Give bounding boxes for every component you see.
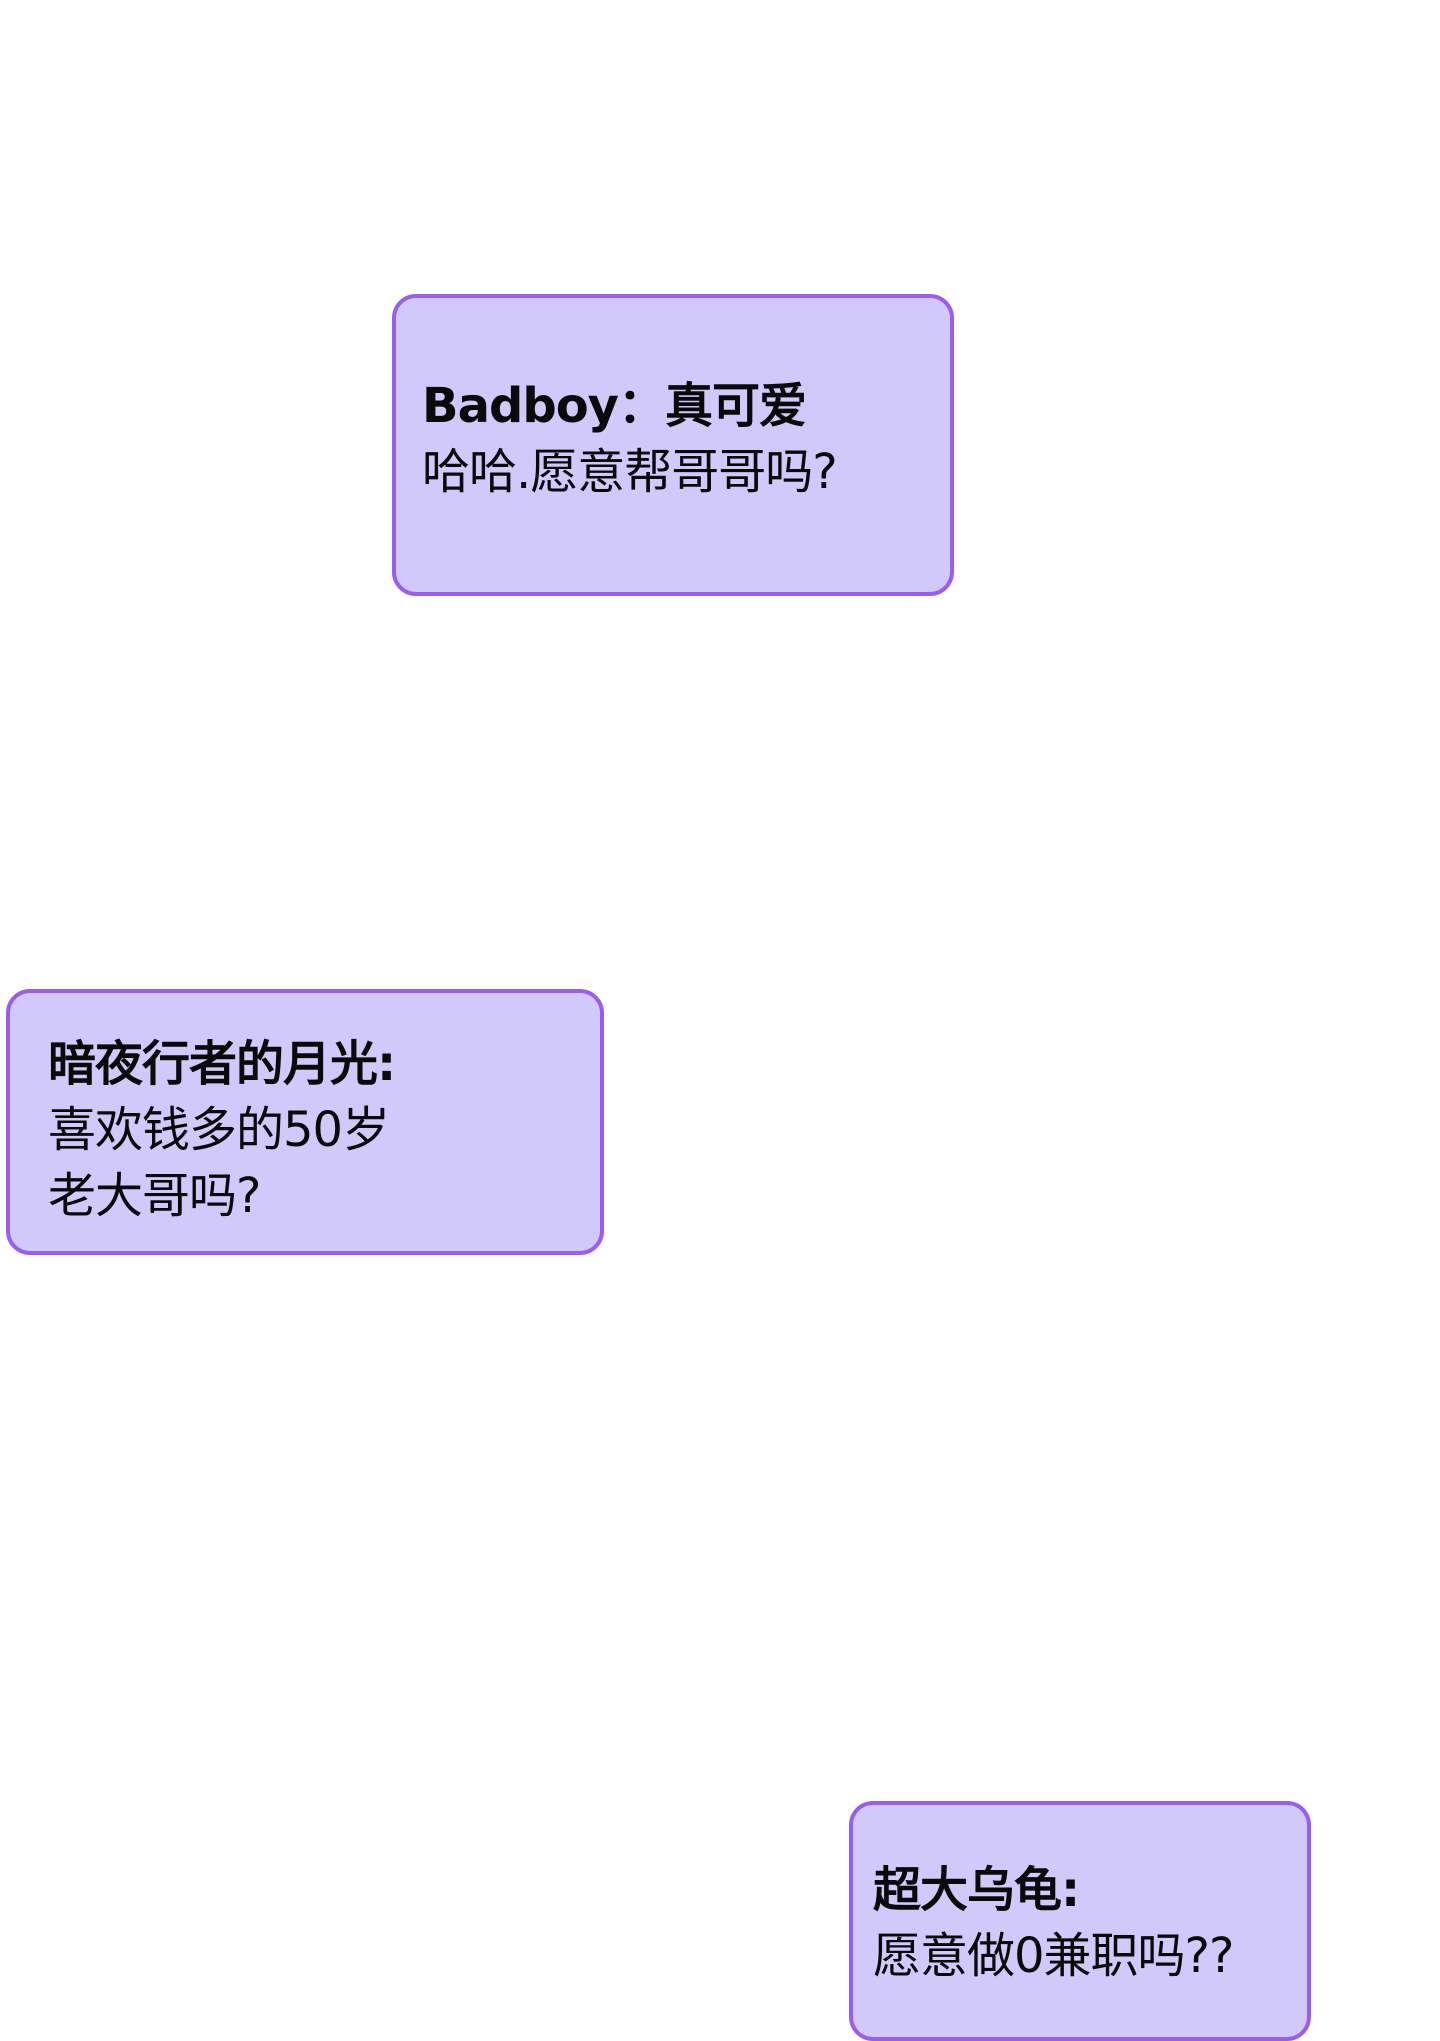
message-sender: 暗夜行者的月光: [48, 1036, 396, 1092]
message-line: Badboy：真可爱 [422, 378, 807, 434]
message-sender: 超大乌龟: [873, 1862, 1080, 1918]
message-line: 哈哈.愿意帮哥哥吗? [422, 444, 838, 500]
message-line: 喜欢钱多的50岁 [48, 1102, 390, 1158]
message-line: 愿意做0兼职吗?? [873, 1928, 1235, 1984]
chat-bubble-turtle: 超大乌龟: 愿意做0兼职吗?? [849, 1801, 1311, 2041]
chat-bubble-moonlight: 暗夜行者的月光: 喜欢钱多的50岁 老大哥吗? [6, 989, 604, 1255]
message-line: 老大哥吗? [48, 1168, 261, 1224]
chat-bubble-badboy: Badboy：真可爱 哈哈.愿意帮哥哥吗? [392, 294, 954, 596]
